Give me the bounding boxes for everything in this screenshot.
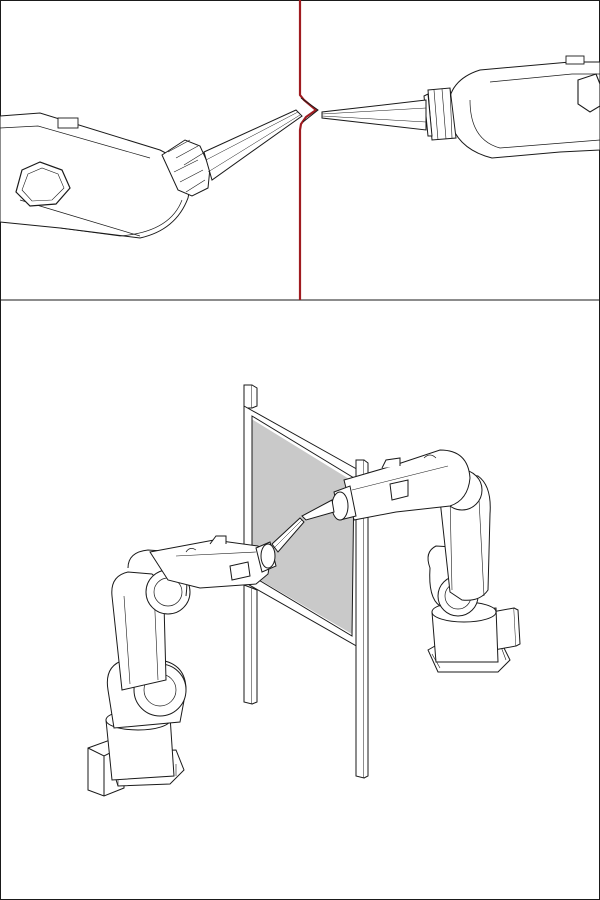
frame-post-right: [355, 459, 369, 779]
left-wrist-detail: [0, 109, 303, 239]
right-tool-cone: [321, 99, 427, 131]
left-flange: [161, 139, 211, 197]
right-robot-tool: [301, 499, 335, 521]
left-hex-plate: [15, 161, 71, 207]
membrane-deformation: [300, 97, 319, 123]
left-tool-cone: [203, 109, 303, 181]
overview-panel: [87, 384, 521, 797]
membrane-section-line: [298, 0, 318, 300]
detail-view-panel: [0, 0, 600, 300]
right-wrist-detail: [321, 55, 600, 159]
right-robot-arm: [301, 449, 521, 673]
membrane-sheet: [250, 418, 354, 634]
frame-post-left: [243, 384, 258, 705]
right-hex-plate: [577, 73, 600, 113]
left-robot-tool: [271, 517, 305, 553]
left-robot-arm: [87, 517, 305, 797]
